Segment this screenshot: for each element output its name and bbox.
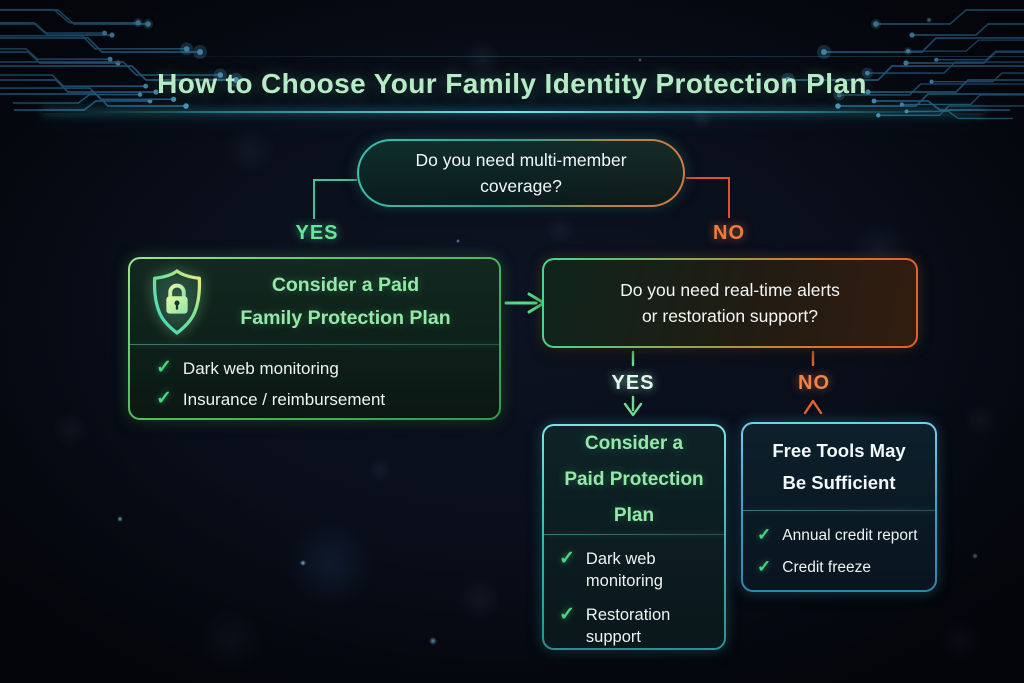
checklist-item-text: Dark web monitoring xyxy=(585,550,663,590)
decision-realtime-alerts: Do you need real-time alerts or restorat… xyxy=(542,258,918,348)
card-header: Free Tools May Be Sufficient xyxy=(743,424,935,510)
checklist-item-text: Credit freeze xyxy=(782,559,871,577)
check-icon: ✓ xyxy=(156,388,172,410)
branch-label-yes-multi-member: YES xyxy=(295,222,339,244)
check-icon: ✓ xyxy=(156,357,172,378)
decision-multi-member-coverage: Do you need multi-member coverage? xyxy=(357,139,685,207)
check-icon: ✓ xyxy=(757,525,772,544)
checklist-item-text: Restoration support xyxy=(585,606,671,646)
decision-text-line: coverage? xyxy=(480,176,562,196)
checklist-item: ✓ Dark web monitoring xyxy=(156,357,481,380)
card-title-line: Plan xyxy=(613,505,655,527)
decision-text-line: Do you need multi-member xyxy=(415,149,627,170)
card-title-line: Paid Protection xyxy=(564,469,704,491)
shield-lock-icon xyxy=(152,268,202,335)
check-icon: ✓ xyxy=(757,557,772,577)
checklist-item-text: Annual credit report xyxy=(782,527,918,544)
check-icon: ✓ xyxy=(559,604,575,626)
card-title-line: Be Sufficient xyxy=(782,472,896,493)
card-checklist: ✓ Dark web monitoring ✓ Insurance / reim… xyxy=(130,345,499,411)
card-title-line: Consider a Paid xyxy=(271,274,420,297)
branch-label-yes-alerts: YES xyxy=(611,372,655,394)
card-title-line: Family Protection Plan xyxy=(240,306,451,329)
checklist-item: ✓ Annual credit report xyxy=(757,525,927,546)
checklist-item-text: Dark web monitoring xyxy=(182,359,339,378)
checklist-item: ✓ Insurance / reimbursement xyxy=(156,388,481,411)
checklist-item: ✓ Credit freeze xyxy=(757,557,927,578)
card-title-line: Free Tools May xyxy=(772,439,906,461)
checklist-item: ✓ Restoration support xyxy=(559,604,714,648)
card-divider xyxy=(743,510,935,511)
decision-text-line: or restoration support? xyxy=(641,306,819,326)
page-title: How to Choose Your Family Identity Prote… xyxy=(157,68,867,99)
card-header: Consider a Paid Family Protection Plan xyxy=(130,259,499,344)
check-icon: ✓ xyxy=(559,548,575,570)
card-header: Consider a Paid Protection Plan xyxy=(544,426,724,534)
card-checklist: ✓ Dark web monitoring ✓ Restoration supp… xyxy=(544,535,724,648)
result-card-free-tools: Free Tools May Be Sufficient ✓ Annual cr… xyxy=(741,422,937,592)
card-divider xyxy=(544,534,724,536)
checklist-item-text: Insurance / reimbursement xyxy=(182,390,386,410)
checklist-item: ✓ Dark web monitoring xyxy=(559,548,714,592)
decision-text-line: Do you need real-time alerts xyxy=(620,279,840,300)
branch-label-no-alerts: NO xyxy=(798,372,830,394)
result-card-paid-family-plan: Consider a Paid Family Protection Plan ✓… xyxy=(128,257,501,420)
card-checklist: ✓ Annual credit report ✓ Credit freeze xyxy=(743,511,935,578)
card-divider xyxy=(130,344,499,345)
card-title-line: Consider a xyxy=(584,433,684,454)
result-card-paid-protection-plan: Consider a Paid Protection Plan ✓ Dark w… xyxy=(542,424,726,650)
title-underline-glow xyxy=(42,111,984,113)
top-divider-line xyxy=(140,56,1024,57)
branch-label-no-multi-member: NO xyxy=(713,222,745,244)
